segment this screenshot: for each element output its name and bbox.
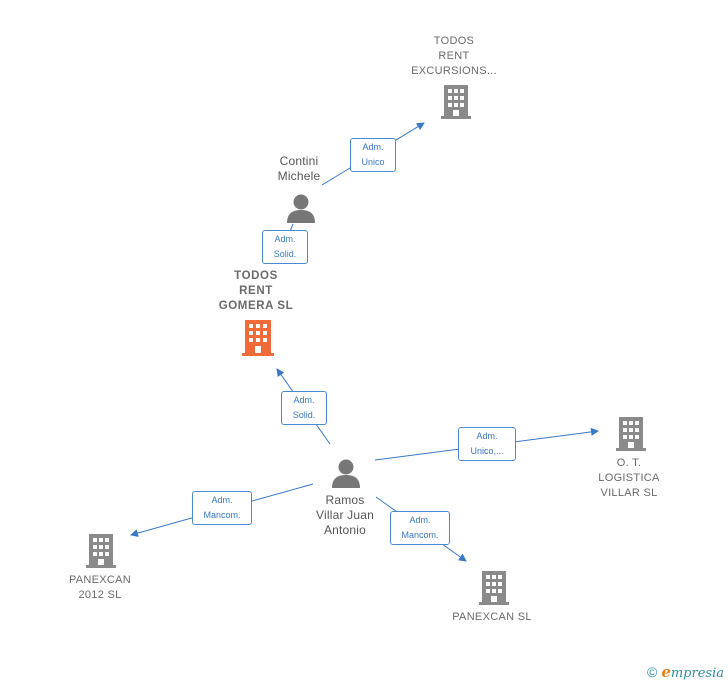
node-label-panexcan-2012: PANEXCAN 2012 SL — [68, 574, 132, 601]
node-label-ramos-villar: Ramos Villar Juan Antonio — [315, 493, 374, 537]
edge-label-ramos-panexcan[interactable]: Adm. Mancom. — [390, 511, 450, 545]
node-label-todos-rent-gomera: TODOS RENT GOMERA SL — [218, 270, 294, 312]
edge-label-ramos-logistica[interactable]: Adm. Unico,... — [458, 427, 516, 461]
edge-label-ramos-gomera[interactable]: Adm. Solid. — [281, 391, 327, 425]
building-icon[interactable] — [479, 571, 509, 605]
building-icon[interactable] — [616, 417, 646, 451]
copyright-symbol: © — [646, 664, 658, 680]
node-label-ot-logistica: O. T. LOGISTICA VILLAR SL — [598, 457, 660, 499]
footer-brand: © empresia — [647, 663, 724, 681]
person-icon[interactable] — [331, 458, 361, 488]
edge-label-ramos-panexcan2012[interactable]: Adm. Mancom. — [192, 491, 252, 525]
person-icon[interactable] — [286, 193, 316, 223]
building-icon-main[interactable] — [242, 320, 274, 356]
brand-logo[interactable]: empresia — [661, 663, 724, 681]
building-icon[interactable] — [441, 85, 471, 119]
edge-label-contini-gomera[interactable]: Adm. Solid. — [262, 230, 308, 264]
building-icon[interactable] — [86, 534, 116, 568]
node-label-panexcan: PANEXCAN SL — [452, 611, 532, 623]
node-label-todos-rent-excursions: TODOS RENT EXCURSIONS... — [411, 35, 497, 77]
brand-logo-text: mpresia — [670, 666, 724, 681]
edge-label-contini-excursions[interactable]: Adm. Unico — [350, 138, 396, 172]
node-label-contini-michele: Contini Michele — [277, 154, 321, 183]
brand-logo-e: e — [661, 663, 671, 681]
